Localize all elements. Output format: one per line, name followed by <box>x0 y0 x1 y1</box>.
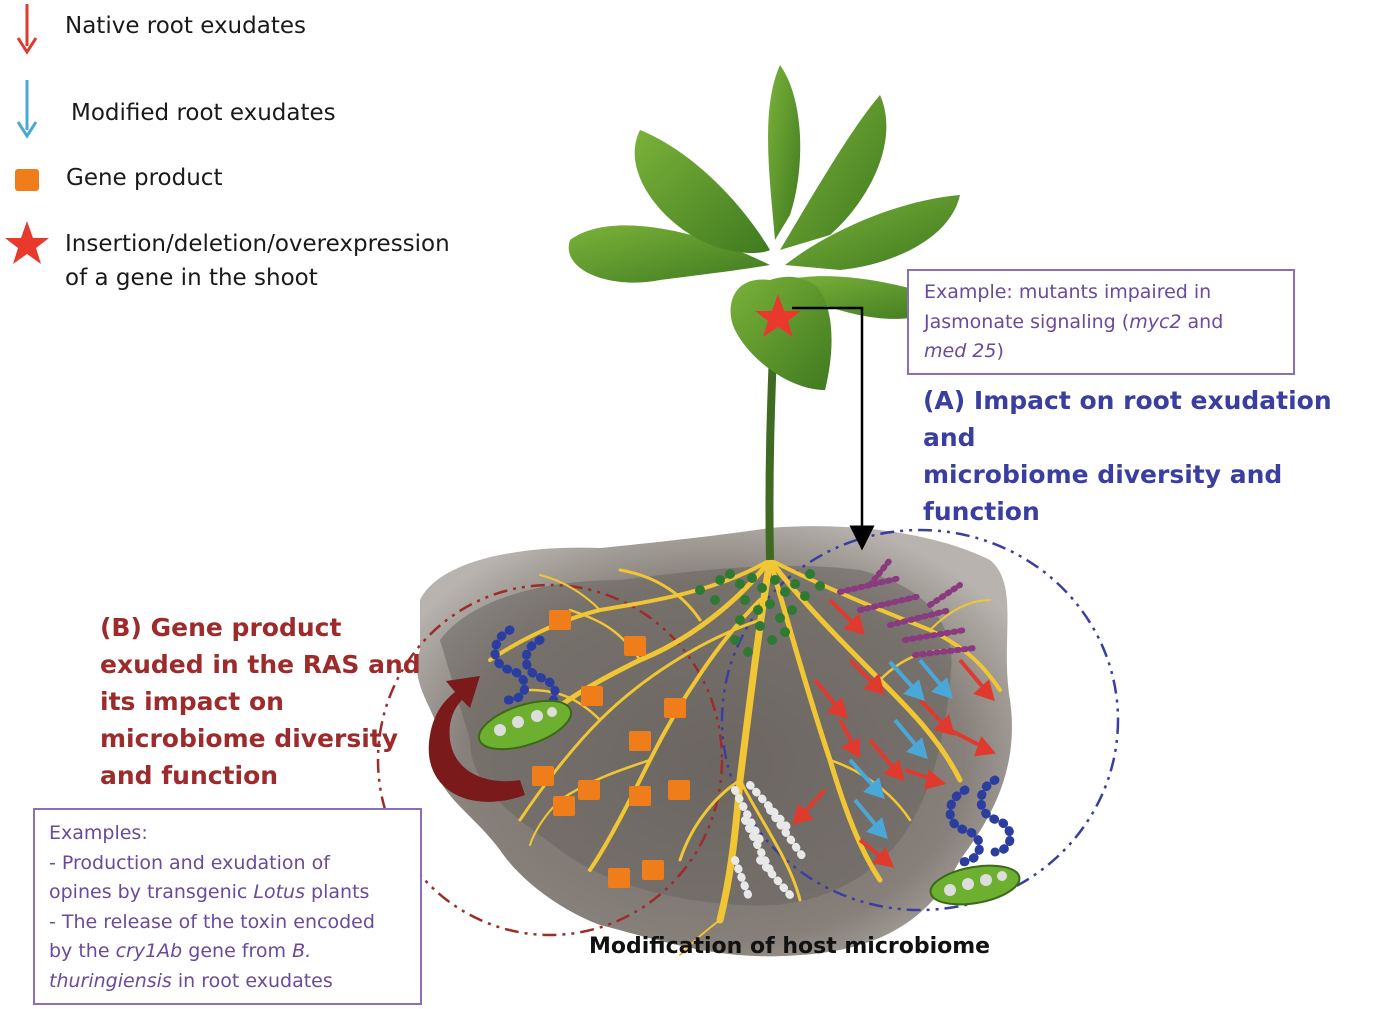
box-b-line4: - The release of the toxin encoded <box>49 910 375 933</box>
legend-gene-product-icon <box>15 169 39 191</box>
heading-a-line1: (A) Impact on root exudation and <box>923 386 1332 452</box>
connector-arrow <box>792 306 875 551</box>
example-box-a: Example: mutants impaired in Jasmonate s… <box>907 269 1295 375</box>
heading-b-line1: (B) Gene product <box>100 613 342 642</box>
purple-bacteria-cluster <box>837 557 978 658</box>
green-bacteria-cluster <box>695 569 825 657</box>
gene-product-squares <box>532 610 690 888</box>
heading-b-line2: exuded in the RAS and <box>100 650 421 679</box>
heading-a-line2: microbiome diversity and function <box>923 460 1283 526</box>
plant-leaves <box>568 65 960 390</box>
legend-insertion-label: Insertion/deletion/overexpression of a g… <box>65 227 450 295</box>
legend-native-label: Native root exudates <box>65 13 306 39</box>
zone-b-dashed-circle <box>376 583 724 937</box>
heading-b-line4: microbiome diversity <box>100 724 399 753</box>
zone-a-dashed-circle <box>720 528 1120 912</box>
modified-exudate-arrows <box>848 658 953 840</box>
heading-a: (A) Impact on root exudation and microbi… <box>923 382 1375 530</box>
heading-b-line5: and function <box>100 761 279 790</box>
blue-coccus-chain-right <box>945 775 1015 867</box>
legend-star-icon <box>5 221 49 264</box>
green-cell-left <box>477 699 573 751</box>
native-exudate-arrows <box>792 598 996 868</box>
legend-insertion-line2: of a gene in the shoot <box>65 265 318 291</box>
box-a-line2: Jasmonate signaling (myc2 and <box>924 310 1224 333</box>
heading-b: (B) Gene product exuded in the RAS and i… <box>100 609 421 794</box>
example-box-b: Examples: - Production and exudation of … <box>33 808 422 1005</box>
box-a-line1: Example: mutants impaired in <box>924 281 1212 303</box>
legend-native-arrow-icon <box>16 4 38 55</box>
legend-gene-product-label: Gene product <box>66 165 223 191</box>
diagram-caption: Modification of host microbiome <box>589 934 991 959</box>
box-b-line3: opines by transgenic Lotus plants <box>49 881 370 903</box>
heading-b-line3: its impact on <box>100 687 284 716</box>
white-bacteria-cluster <box>731 781 809 904</box>
shoot-gene-star-icon <box>755 294 801 337</box>
box-b-line5: by the cry1Ab gene from B. <box>49 940 312 962</box>
curved-feedback-arrow <box>428 676 525 802</box>
legend-modified-label: Modified root exudates <box>71 100 336 126</box>
legend-insertion-line1: Insertion/deletion/overexpression <box>65 231 450 257</box>
box-b-line2: - Production and exudation of <box>49 851 330 874</box>
box-b-line1: Examples: <box>49 822 148 844</box>
green-cell-right <box>929 864 1021 906</box>
box-a-line3: med 25) <box>924 340 1004 362</box>
box-b-line6: thuringiensis in root exudates <box>49 969 333 992</box>
legend-modified-arrow-icon <box>16 80 38 139</box>
